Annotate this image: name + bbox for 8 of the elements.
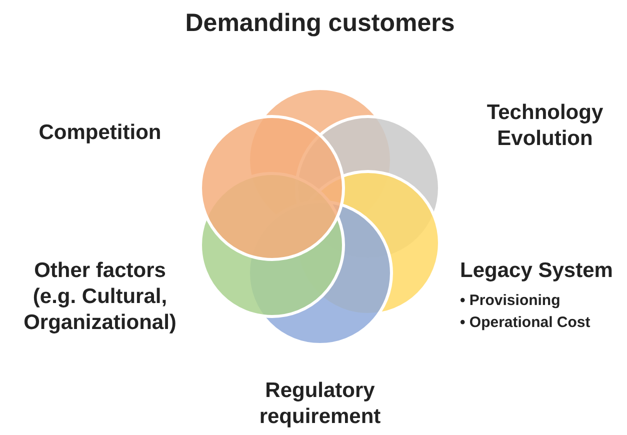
diagram-heading: Demanding customers xyxy=(184,10,456,36)
category-label: Competition xyxy=(38,120,162,146)
category-label: Other factors (e.g. Cultural, Organizational) xyxy=(22,258,178,336)
category-label: Legacy System xyxy=(460,258,614,284)
bullet-item: • Operational Cost xyxy=(460,313,592,333)
category-label: Technology Evolution xyxy=(486,100,604,152)
category-label: Regulatory requirement xyxy=(258,378,382,430)
bullet-item: • Provisioning xyxy=(460,291,562,311)
